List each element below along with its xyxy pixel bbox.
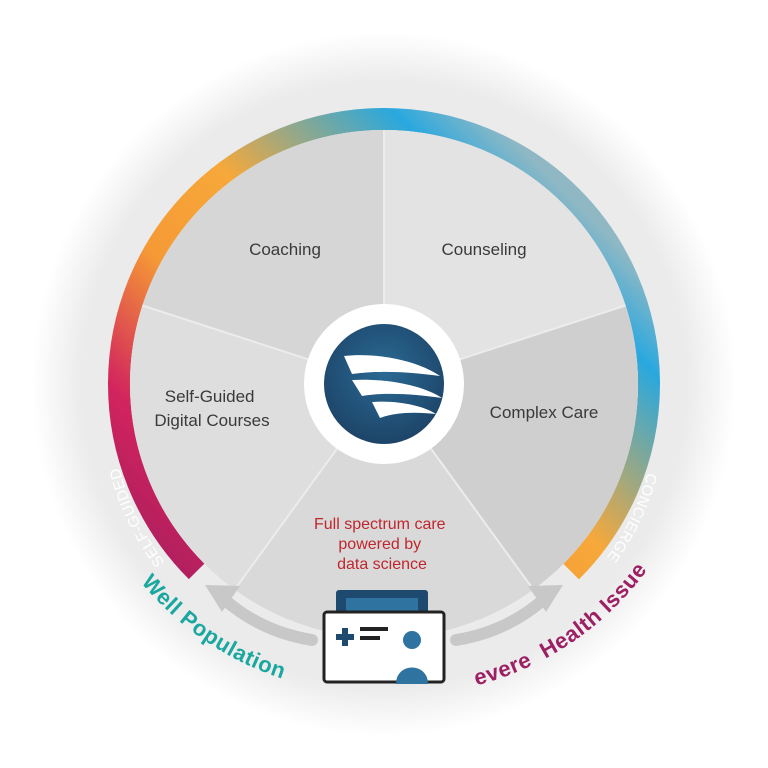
segment-label-counseling: Counseling	[441, 240, 526, 259]
sector-counseling	[384, 130, 626, 384]
company-logo-icon	[324, 324, 444, 444]
sector-coaching	[142, 130, 384, 384]
segment-label-complex-care: Complex Care	[490, 403, 599, 422]
segment-label-coaching: Coaching	[249, 240, 321, 259]
segment-label-self-guided: Self-Guided Digital Courses	[154, 387, 269, 430]
sector-bottom	[234, 384, 534, 639]
left-arrow-icon	[205, 585, 318, 646]
right-arrow-icon	[450, 585, 563, 646]
spectrum-ring	[108, 108, 660, 660]
patient-record-icon	[322, 590, 446, 684]
tagline: Full spectrum care powered by data scien…	[314, 516, 450, 573]
